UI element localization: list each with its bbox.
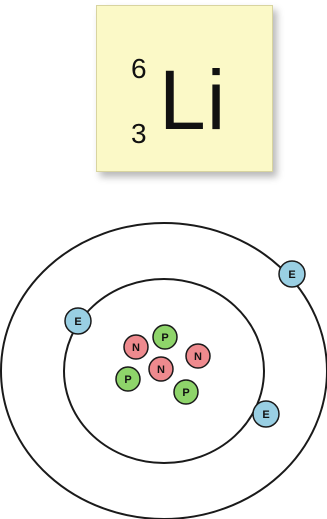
atomic-number: 3 xyxy=(131,118,147,149)
mass-number: 6 xyxy=(131,53,147,84)
inner-shell xyxy=(63,278,265,464)
atom-diagram: N P N P N P E E xyxy=(0,222,327,519)
svg-text:P: P xyxy=(182,387,189,399)
proton-1: P xyxy=(152,324,178,350)
svg-text:E: E xyxy=(262,409,269,421)
neutron-1: N xyxy=(123,334,149,360)
neutron-3: N xyxy=(148,356,174,382)
svg-text:P: P xyxy=(124,374,131,386)
electron-2: E xyxy=(252,400,280,428)
outer-shell xyxy=(0,222,327,519)
element-symbol: Li xyxy=(159,53,227,147)
electron-3: E xyxy=(278,260,306,288)
nucleus: N P N P N P xyxy=(115,324,211,405)
electrons: E E E xyxy=(64,260,306,428)
svg-text:E: E xyxy=(74,316,81,328)
svg-text:P: P xyxy=(161,332,168,344)
svg-text:N: N xyxy=(194,351,202,363)
svg-text:E: E xyxy=(288,269,295,281)
proton-2: P xyxy=(115,366,141,392)
electron-1: E xyxy=(64,307,92,335)
element-card: 6 3 Li xyxy=(96,5,273,172)
proton-3: P xyxy=(173,379,199,405)
svg-text:N: N xyxy=(132,342,140,354)
neutron-2: N xyxy=(185,343,211,369)
svg-text:N: N xyxy=(157,364,165,376)
